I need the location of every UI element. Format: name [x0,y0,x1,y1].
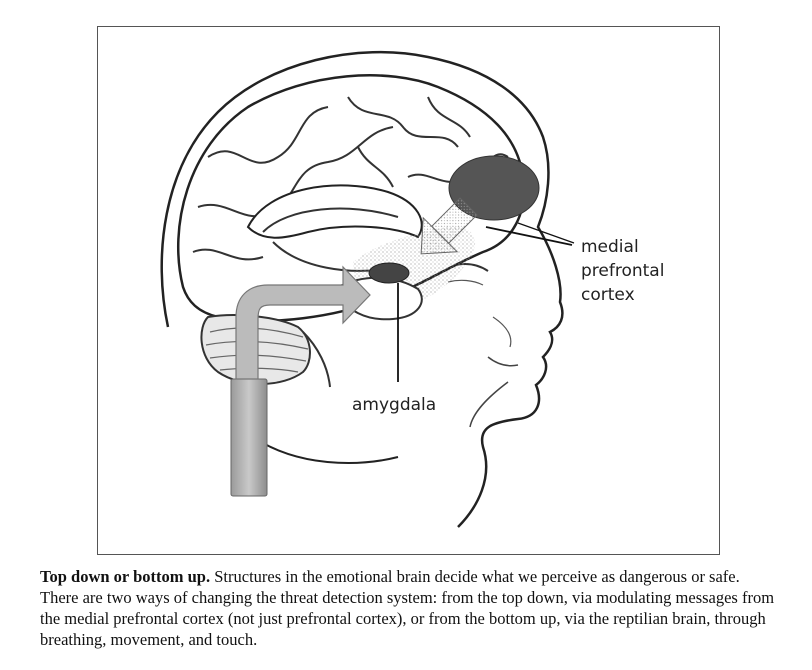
mpfc-pointer [485,226,573,246]
head-outline [160,50,564,528]
label-mpfc-2: prefrontal [581,261,664,281]
caption-body: Structures in the emotional brain decide… [40,567,775,649]
bottom-up-tube [230,378,268,497]
figure-caption: Top down or bottom up. Structures in the… [40,566,780,650]
label-mpfc-1: medial [581,237,639,257]
figure-frame: medial prefrontal cortex amygdala [97,26,720,555]
label-amygdala: amygdala [352,395,436,415]
mpfc-region [448,155,540,221]
caption-title: Top down or bottom up. [40,567,211,586]
amygdala-region [368,262,410,284]
top-down-arrow [420,197,478,255]
brain-illustration: medial prefrontal cortex amygdala [160,50,664,528]
label-mpfc-3: cortex [581,285,635,305]
bottom-up-arrow [235,265,371,380]
